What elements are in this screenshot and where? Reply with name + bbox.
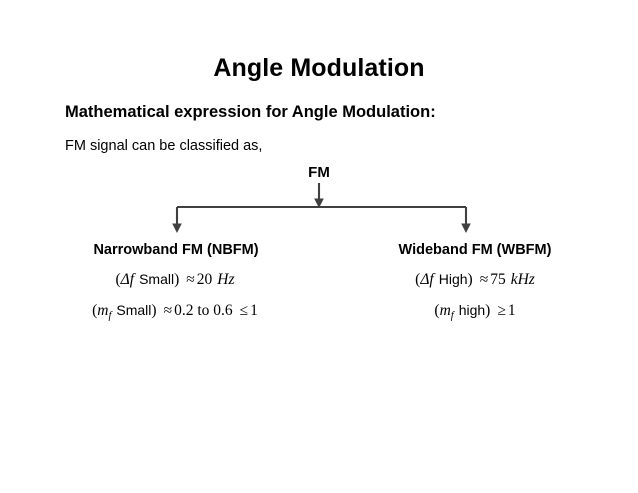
- nbfm-mi-bound-value: 1: [250, 302, 258, 319]
- flowchart-root-label: FM: [308, 164, 330, 181]
- nbfm-dev-unit: Hz: [217, 271, 235, 288]
- intro-text: FM signal can be classified as,: [65, 138, 263, 154]
- nbfm-dev-symbol: Δf: [120, 271, 135, 288]
- page-title: Angle Modulation: [213, 54, 425, 82]
- wbfm-dev-relation: ≈: [479, 271, 489, 288]
- root-arrowhead: [314, 198, 324, 208]
- nbfm-dev-value: 20: [196, 271, 213, 288]
- nbfm-mi-value: 0.2 to 0.6: [174, 302, 233, 319]
- section-subheading: Mathematical expression for Angle Modula…: [65, 103, 436, 121]
- branch-label-narrowband: Narrowband FM (NBFM): [93, 242, 259, 258]
- nbfm-mi-qualifier: Small: [116, 302, 152, 318]
- nbfm-modulation-index-expression: (mf Small) ≈0.2 to 0.6 ≤1: [50, 302, 300, 321]
- nbfm-mi-subscript: f: [108, 310, 112, 322]
- wbfm-mi-relation: ≥: [497, 302, 506, 319]
- nbfm-mi-relation: ≈: [163, 302, 173, 319]
- left-branch-arrowhead: [172, 223, 182, 233]
- wbfm-mi-open: (: [434, 302, 440, 319]
- wbfm-dev-qualifier: High: [438, 271, 468, 287]
- wbfm-dev-value: 75: [490, 271, 506, 288]
- nbfm-dev-open: (: [115, 271, 121, 288]
- right-branch-arrowhead: [461, 223, 471, 233]
- nbfm-mi-symbol: m: [97, 302, 109, 319]
- nbfm-dev-qualifier: Small: [139, 271, 175, 287]
- branch-label-wideband: Wideband FM (WBFM): [398, 242, 552, 258]
- nbfm-dev-close: ): [174, 271, 180, 288]
- nbfm-mi-close: ): [151, 302, 157, 319]
- wbfm-dev-symbol: Δf: [420, 271, 434, 288]
- wbfm-mi-close: ): [485, 302, 491, 319]
- wbfm-dev-open: (: [415, 271, 421, 288]
- wbfm-mi-qualifier: high: [458, 302, 486, 318]
- nbfm-mi-bound-relation: ≤: [239, 302, 249, 319]
- wbfm-dev-unit: kHz: [510, 271, 535, 288]
- wbfm-mi-value: 1: [507, 302, 516, 319]
- nbfm-mi-open: (: [92, 302, 98, 319]
- wbfm-mi-subscript: f: [450, 310, 454, 322]
- nbfm-dev-relation: ≈: [186, 271, 195, 288]
- wbfm-dev-close: ): [467, 271, 473, 288]
- wbfm-mi-symbol: m: [439, 302, 451, 319]
